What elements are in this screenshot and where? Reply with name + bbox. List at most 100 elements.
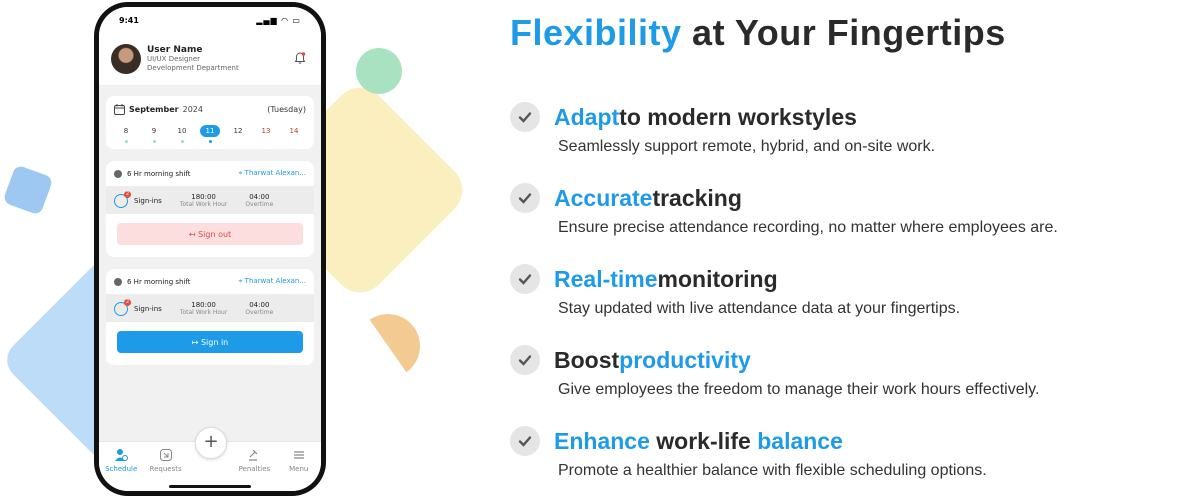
feature-description: Ensure precise attendance recording, no … xyxy=(558,219,1058,236)
tab-requests[interactable]: Requests xyxy=(146,448,186,473)
shift-location[interactable]: ⌖ Tharwat Alexan... xyxy=(238,169,307,177)
shift-location-text: Tharwat Alexan... xyxy=(244,169,306,177)
feature-item: Boost productivity Give employees the fr… xyxy=(510,345,1039,399)
stat-value: 180:00 xyxy=(191,193,216,201)
signins-label: Sign-ins xyxy=(134,304,162,313)
sign-in-icon: ↦ xyxy=(191,337,201,347)
tab-label: Schedule xyxy=(105,465,138,473)
user-info: User Name UI/UX Designer Development Dep… xyxy=(147,45,239,73)
user-department: Development Department xyxy=(147,64,239,72)
calendar-date[interactable]: 9 xyxy=(144,125,164,143)
button-wrap: ↦ Sign in xyxy=(106,322,314,365)
calendar-weekday: (Tuesday) xyxy=(267,105,306,114)
add-button[interactable]: + xyxy=(195,427,227,459)
tab-menu[interactable]: Menu xyxy=(279,448,319,473)
calendar-date[interactable]: 14 xyxy=(284,125,304,143)
feature-item: Real-time monitoring Stay updated with l… xyxy=(510,264,960,318)
check-icon xyxy=(510,345,540,375)
date-number: 11 xyxy=(200,125,220,137)
stat-value: 04:00 xyxy=(249,301,270,309)
shift-card: 6 Hr morning shift ⌖ Tharwat Alexan... 2… xyxy=(106,269,314,365)
stat-label: Overtime xyxy=(245,309,274,316)
overtime-stat: 04:00 Overtime xyxy=(245,301,273,316)
calendar-date-selected[interactable]: 11 xyxy=(200,125,220,143)
check-icon xyxy=(510,264,540,294)
check-icon xyxy=(510,426,540,456)
feature-title: Adapt to modern workstyles xyxy=(510,102,935,132)
tab-label: Penalties xyxy=(238,465,271,473)
feature-item: Adapt to modern workstyles Seamlessly su… xyxy=(510,102,935,156)
feature-description: Give employees the freedom to manage the… xyxy=(558,381,1040,398)
phone-screen: 9:41 ▂▄▆ ◠ ▭ User Name UI/UX Designer De… xyxy=(99,7,321,491)
feature-title: Boost productivity xyxy=(510,345,1039,375)
sign-out-button[interactable]: ↤ Sign out xyxy=(117,223,303,245)
shift-header: 6 Hr morning shift ⌖ Tharwat Alexan... xyxy=(106,161,314,187)
shift-name: 6 Hr morning shift xyxy=(127,277,191,286)
shift-header: 6 Hr morning shift ⌖ Tharwat Alexan... xyxy=(106,269,314,295)
feature-accent: productivity xyxy=(619,346,751,373)
avatar[interactable] xyxy=(111,44,141,74)
gavel-icon xyxy=(249,449,258,461)
decor-green-circle xyxy=(356,48,402,94)
stat-label: Total Work Hour xyxy=(179,201,228,208)
signins-badge: 2 xyxy=(124,190,131,198)
schedule-icon xyxy=(115,449,129,461)
button-label: Sign in xyxy=(200,337,229,347)
calendar-month[interactable]: September xyxy=(129,105,179,114)
date-number: 8 xyxy=(123,127,129,135)
shift-location[interactable]: ⌖ Tharwat Alexan... xyxy=(238,277,307,285)
feature-rest: to modern workstyles xyxy=(619,103,857,130)
signins-badge: 2 xyxy=(124,298,131,306)
date-number: 13 xyxy=(261,127,271,135)
date-dot xyxy=(180,140,184,143)
signins-icon: 2 xyxy=(114,190,131,208)
feature-description: Seamlessly support remote, hybrid, and o… xyxy=(558,138,936,155)
feature-accent: Accurate xyxy=(554,184,653,211)
stat-label: Total Work Hour xyxy=(179,309,228,316)
tab-label: Menu xyxy=(289,465,309,473)
tab-penalties[interactable]: Penalties xyxy=(234,448,274,473)
app-header: User Name UI/UX Designer Development Dep… xyxy=(99,33,321,86)
status-bar: 9:41 ▂▄▆ ◠ ▭ xyxy=(99,7,321,33)
total-hours-stat: 180:00 Total Work Hour xyxy=(180,193,227,208)
title-accent: Flexibility xyxy=(510,12,682,53)
bell-icon[interactable] xyxy=(293,51,307,65)
date-dot xyxy=(124,140,128,143)
feature-title: Accurate tracking xyxy=(510,183,1058,213)
calendar-header: September 2024 (Tuesday) xyxy=(114,104,306,115)
calendar-card: September 2024 (Tuesday) 8 9 10 11 12 13… xyxy=(106,96,314,149)
tab-schedule[interactable]: Schedule xyxy=(101,448,141,473)
date-number: 9 xyxy=(151,127,157,135)
date-number: 12 xyxy=(233,127,243,135)
sign-out-icon: ↤ xyxy=(188,229,199,239)
calendar-date[interactable]: 8 xyxy=(116,125,136,143)
stat-value: 180:00 xyxy=(191,301,216,309)
feature-item: Enhance work-life balance Promote a heal… xyxy=(510,426,987,480)
date-number: 10 xyxy=(177,127,187,135)
home-indicator xyxy=(169,485,251,488)
decor-blue-square-small xyxy=(2,164,54,216)
calendar-year: 2024 xyxy=(182,105,203,114)
shift-stats: 2 Sign-ins 180:00 Total Work Hour 04:00 … xyxy=(106,295,314,322)
status-time: 9:41 xyxy=(119,15,139,25)
overtime-stat: 04:00 Overtime xyxy=(245,193,273,208)
date-dot xyxy=(208,140,212,143)
phone-mockup: 9:41 ▂▄▆ ◠ ▭ User Name UI/UX Designer De… xyxy=(94,2,326,496)
clock-icon xyxy=(114,277,122,286)
total-hours-stat: 180:00 Total Work Hour xyxy=(180,301,227,316)
calendar-date[interactable]: 10 xyxy=(172,125,192,143)
calendar-date[interactable]: 13 xyxy=(256,125,276,143)
button-wrap: ↤ Sign out xyxy=(106,214,314,257)
calendar-date[interactable]: 12 xyxy=(228,125,248,143)
button-label: Sign out xyxy=(198,229,232,239)
shift-card: 6 Hr morning shift ⌖ Tharwat Alexan... 2… xyxy=(106,161,314,257)
clock-icon xyxy=(114,169,122,178)
feature-item: Accurate tracking Ensure precise attenda… xyxy=(510,183,1058,237)
calendar-dates: 8 9 10 11 12 13 14 xyxy=(114,125,306,143)
tab-label: Requests xyxy=(149,465,182,473)
sign-in-button[interactable]: ↦ Sign in xyxy=(117,331,303,353)
date-dot xyxy=(152,140,156,143)
feature-accent: Enhance xyxy=(554,427,650,454)
feature-pre: Boost xyxy=(554,346,620,373)
signins-label: Sign-ins xyxy=(134,196,162,205)
